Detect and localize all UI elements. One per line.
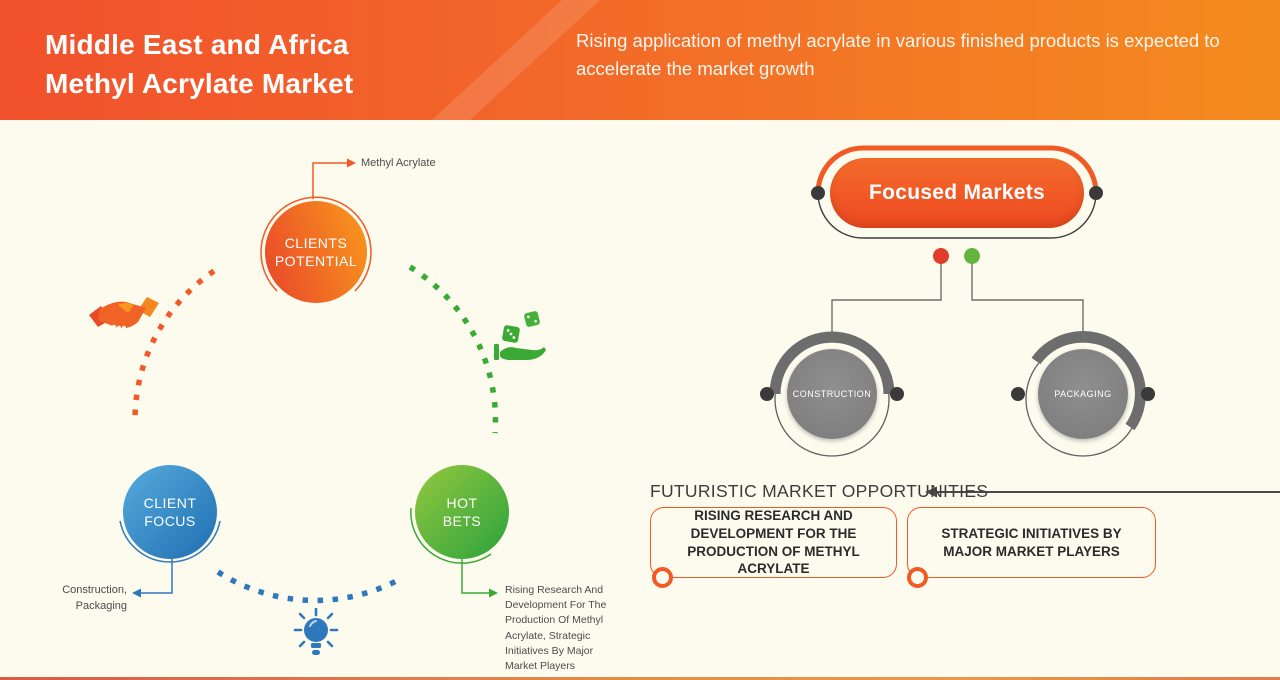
market-node-packaging: PACKAGING xyxy=(1038,349,1128,439)
hot-bets-callout-label: Rising Research And Development For The … xyxy=(505,584,607,673)
construction-right-dot xyxy=(890,387,904,401)
dotted-arc-blue xyxy=(216,569,404,604)
ring-left-dot xyxy=(811,186,825,200)
market-node-construction: CONSTRUCTION xyxy=(787,349,877,439)
node-clients-potential: CLIENTS POTENTIAL xyxy=(265,201,367,303)
handshake-icon xyxy=(88,293,160,344)
node-hot-bets: HOT BETS xyxy=(415,465,509,559)
header-subtitle: Rising application of methyl acrylate in… xyxy=(576,30,1220,79)
lightbulb-icon xyxy=(293,607,339,667)
construction-left-dot xyxy=(760,387,774,401)
node-label: CLIENTS xyxy=(284,234,348,251)
label-line: Packaging xyxy=(75,599,127,612)
page-title: Middle East and Africa Methyl Acrylate M… xyxy=(45,26,353,103)
right-arrowhead-icon xyxy=(489,588,498,598)
node-label: CLIENT xyxy=(143,494,197,511)
bottom-accent-strip xyxy=(0,677,1280,680)
node-label: FOCUS xyxy=(144,513,196,529)
opportunity-ring-icon xyxy=(652,567,673,588)
left-arrowhead-icon xyxy=(132,588,141,598)
focused-markets-pill: Focused Markets xyxy=(830,158,1084,228)
green-marker-dot xyxy=(964,248,980,264)
ring-right-dot xyxy=(1089,186,1103,200)
node-label: BETS xyxy=(442,513,482,529)
node-client-focus: CLIENT FOCUS xyxy=(123,465,217,559)
page-title-line1: Middle East and Africa xyxy=(45,29,349,60)
page-title-line2: Methyl Acrylate Market xyxy=(45,67,354,99)
packaging-left-dot xyxy=(1011,387,1025,401)
opportunity-box-2: STRATEGIC INITIATIVES BY MAJOR MARKET PL… xyxy=(907,507,1156,578)
client-focus-callout-line xyxy=(141,557,173,594)
clients-potential-callout-line xyxy=(312,162,347,199)
opportunity-ring-icon xyxy=(907,567,928,588)
label-line: Construction, xyxy=(62,584,127,596)
methyl-acrylate-label: Methyl Acrylate xyxy=(361,157,436,169)
node-label: POTENTIAL xyxy=(274,253,358,269)
opportunities-heading: FUTURISTIC MARKET OPPORTUNITIES xyxy=(650,481,989,501)
header-banner: Middle East and Africa Methyl Acrylate M… xyxy=(0,0,1280,120)
opportunity-box-1: RISING RESEARCH AND DEVELOPMENT FOR THE … xyxy=(650,507,897,578)
connector-construction xyxy=(831,264,942,338)
right-arrowhead-icon xyxy=(347,158,356,168)
packaging-right-dot xyxy=(1141,387,1155,401)
construction-packaging-label: Construction, Packaging xyxy=(30,583,127,615)
red-marker-dot xyxy=(933,248,949,264)
connector-packaging xyxy=(971,264,1084,338)
hot-bets-callout-line xyxy=(461,557,489,594)
dotted-arc-green xyxy=(408,264,499,434)
hand-with-dice-icon xyxy=(492,308,548,371)
node-label: HOT xyxy=(446,494,478,511)
